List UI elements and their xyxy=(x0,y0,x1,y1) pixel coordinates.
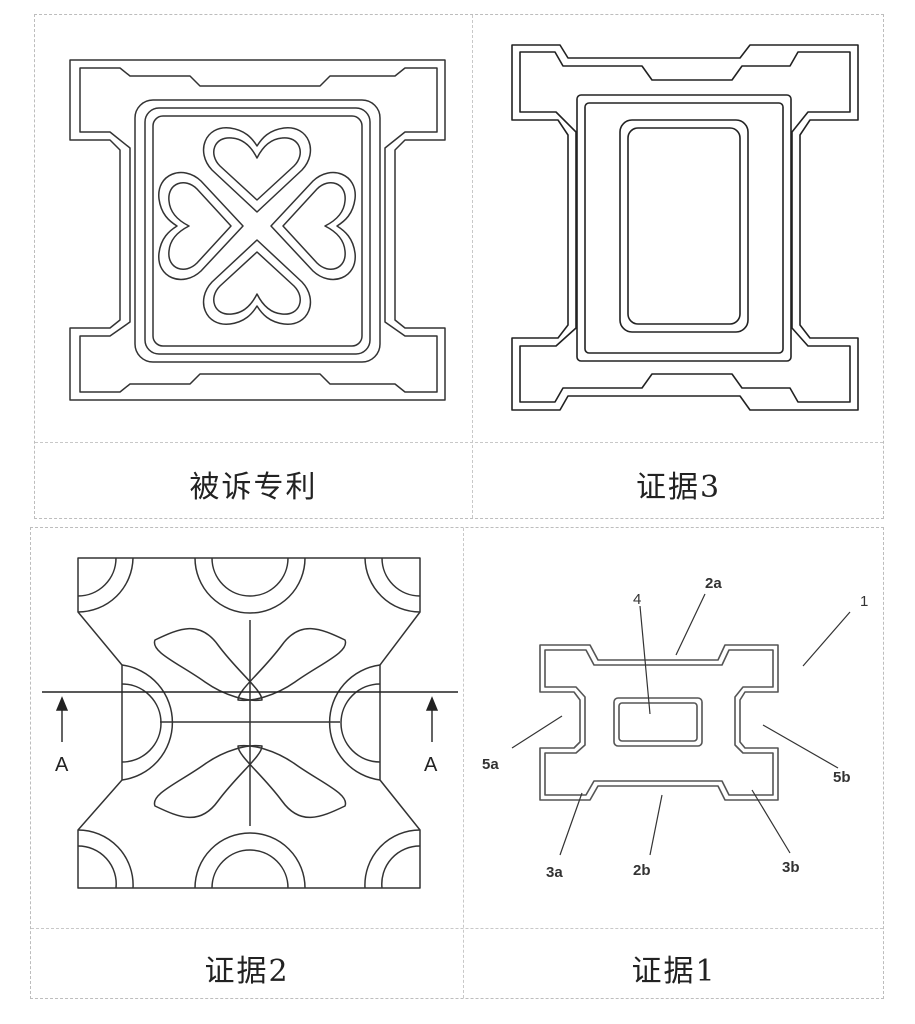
ev1-label-2a: 2a xyxy=(705,575,722,592)
ev2-petal-tr xyxy=(237,627,347,702)
ev2-bottom-notch-inner xyxy=(211,849,289,889)
ev2-petal-bl xyxy=(153,744,263,819)
bottom-figure-table: 证据2 证据1 xyxy=(30,527,884,999)
patent-inner-outline xyxy=(79,67,438,393)
ev1-window-outer xyxy=(613,697,703,747)
top-table-divider xyxy=(472,15,473,518)
heart-left-inner xyxy=(168,182,232,270)
ev1-outline-inner xyxy=(544,649,774,796)
ev2-right-notch-inner xyxy=(340,683,381,763)
ev2-section-arrowhead-right xyxy=(425,696,439,711)
heart-bottom-inner xyxy=(213,251,301,315)
ev1-label-3b: 3b xyxy=(782,859,800,876)
ev1-leader-3a xyxy=(559,792,583,856)
ev2-corner-tl xyxy=(77,557,134,613)
ev2-corner-bl xyxy=(77,829,134,889)
bottom-table-divider xyxy=(463,528,464,998)
ev3-outer-outline xyxy=(511,44,859,411)
patent-frame-outer xyxy=(134,99,381,363)
ev1-leader-3b xyxy=(751,789,791,854)
ev1-leader-4 xyxy=(639,605,651,715)
ev1-leader-2b xyxy=(649,794,663,856)
caption-evidence-2: 证据2 xyxy=(204,954,290,989)
ev1-outline xyxy=(539,644,779,801)
ev2-section-label-left: A xyxy=(55,754,69,776)
ev1-label-1: 1 xyxy=(860,593,868,610)
ev2-outline xyxy=(77,557,421,889)
ev3-window-outer xyxy=(619,119,749,333)
ev3-inner-outline xyxy=(519,51,851,403)
heart-right xyxy=(270,171,356,281)
ev1-leader-1 xyxy=(802,611,851,667)
patent-outer-outline xyxy=(69,59,446,401)
caption-evidence-3: 证据3 xyxy=(635,470,722,505)
ev1-label-4: 4 xyxy=(633,591,641,608)
heart-right-inner xyxy=(282,182,346,270)
patent-frame-inner xyxy=(152,115,363,347)
bottom-table-caption-divider xyxy=(31,928,883,929)
ev3-frame-inner xyxy=(584,102,784,354)
caption-patent: 被诉专利 xyxy=(189,470,318,505)
patent-frame-mid xyxy=(144,107,371,355)
ev2-petal-br xyxy=(237,744,347,819)
ev2-section-label-right: A xyxy=(424,754,438,776)
ev1-leader-2a xyxy=(675,593,706,656)
heart-top-inner xyxy=(213,137,301,201)
ev2-top-notch-inner xyxy=(211,557,289,597)
ev2-corner-tr-inner xyxy=(381,557,421,597)
heart-bottom xyxy=(202,239,312,325)
heart-left xyxy=(158,171,244,281)
ev2-petal-tl xyxy=(153,627,263,702)
ev3-frame-outer xyxy=(576,94,792,362)
ev2-top-notch xyxy=(194,557,306,614)
ev3-window-inner xyxy=(627,127,741,325)
ev2-corner-br xyxy=(364,829,421,889)
heart-top xyxy=(202,127,312,213)
ev1-label-2b: 2b xyxy=(633,862,651,879)
ev1-label-5a: 5a xyxy=(482,756,499,773)
top-table-caption-divider xyxy=(35,442,883,443)
ev2-corner-bl-inner xyxy=(77,845,117,889)
ev1-leader-5a xyxy=(511,715,563,749)
ev2-section-arrowhead-left xyxy=(55,696,69,711)
top-figure-table: 被诉专利 证据3 xyxy=(34,14,884,519)
ev2-left-notch-inner xyxy=(121,683,162,763)
ev2-corner-br-inner xyxy=(381,845,421,889)
ev2-bottom-notch xyxy=(194,832,306,889)
ev2-corner-tl-inner xyxy=(77,557,117,597)
ev1-window-inner xyxy=(618,702,698,742)
ev1-label-5b: 5b xyxy=(833,769,851,786)
caption-evidence-1: 证据1 xyxy=(631,954,717,989)
ev2-corner-tr xyxy=(364,557,421,613)
ev1-label-3a: 3a xyxy=(546,864,563,881)
ev1-leader-5b xyxy=(762,724,839,769)
